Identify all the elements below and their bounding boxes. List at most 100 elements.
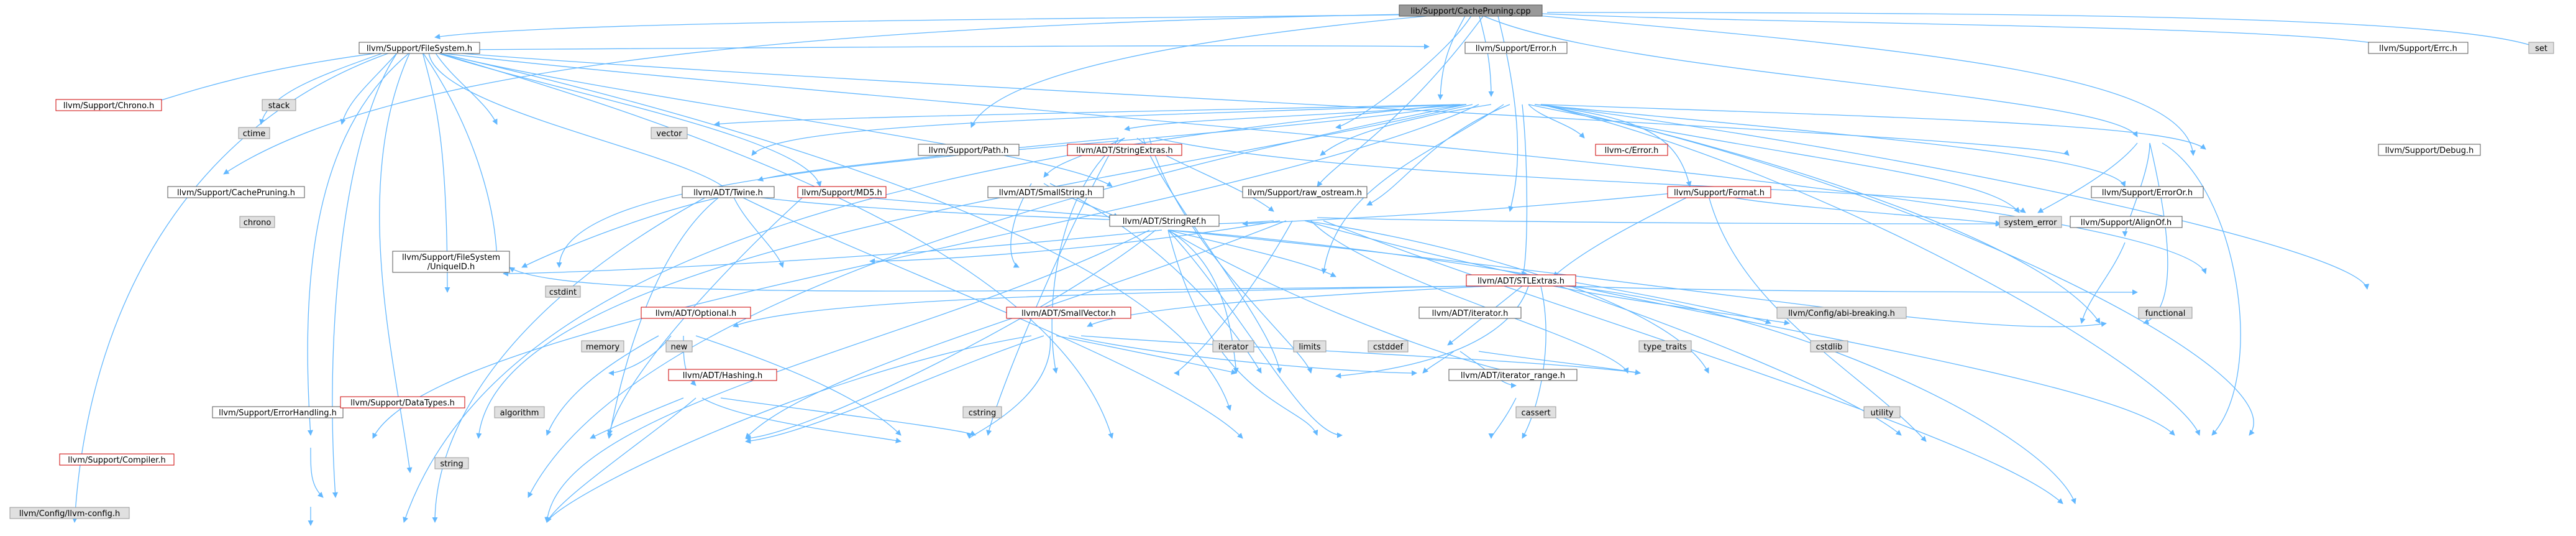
node-limits[interactable]: limits — [1293, 340, 1327, 353]
svg-text:algorithm: algorithm — [500, 409, 539, 418]
node-error-h[interactable]: llvm/Support/Error.h — [1464, 42, 1568, 54]
node-stringextras-h[interactable]: llvm/ADT/StringExtras.h — [1067, 144, 1182, 156]
svg-text:llvm/Support/Error.h: llvm/Support/Error.h — [1476, 44, 1557, 53]
svg-text:/UniqueID.h: /UniqueID.h — [427, 262, 475, 272]
node-errc-h[interactable]: llvm/Support/Errc.h — [2368, 42, 2469, 54]
svg-text:llvm/ADT/SmallVector.h: llvm/ADT/SmallVector.h — [1021, 309, 1116, 318]
node-debug-h[interactable]: llvm/Support/Debug.h — [2378, 144, 2481, 156]
svg-text:llvm/Config/abi-breaking.h: llvm/Config/abi-breaking.h — [1788, 309, 1895, 318]
svg-text:llvm/Support/Debug.h: llvm/Support/Debug.h — [2385, 146, 2474, 155]
node-compiler-h[interactable]: llvm/Support/Compiler.h — [59, 453, 175, 466]
svg-text:llvm/Support/ErrorOr.h: llvm/Support/ErrorOr.h — [2102, 188, 2193, 198]
svg-text:system_error: system_error — [2004, 218, 2058, 228]
node-ctime[interactable]: ctime — [238, 127, 270, 139]
svg-text:llvm/ADT/SmallString.h: llvm/ADT/SmallString.h — [999, 188, 1092, 198]
node-system-error[interactable]: system_error — [1999, 216, 2062, 228]
svg-text:type_traits: type_traits — [1643, 343, 1687, 352]
svg-text:llvm/ADT/Twine.h: llvm/ADT/Twine.h — [693, 188, 763, 198]
svg-text:llvm/Config/llvm-config.h: llvm/Config/llvm-config.h — [19, 509, 120, 519]
node-vector[interactable]: vector — [651, 127, 688, 139]
node-config-abi-breaking-h[interactable]: llvm/Config/abi-breaking.h — [1776, 307, 1907, 319]
svg-text:cstring: cstring — [969, 409, 996, 418]
node-type-traits[interactable]: type_traits — [1638, 340, 1692, 353]
node-raw-ostream-h[interactable]: llvm/Support/raw_ostream.h — [1242, 186, 1368, 198]
svg-text:llvm/Support/MD5.h: llvm/Support/MD5.h — [802, 188, 882, 198]
svg-text:cstdlib: cstdlib — [1816, 343, 1843, 352]
node-new[interactable]: new — [665, 340, 693, 353]
svg-text:llvm/Support/FileSystem: llvm/Support/FileSystem — [402, 253, 500, 262]
svg-text:utility: utility — [1871, 409, 1894, 418]
svg-text:llvm-c/Error.h: llvm-c/Error.h — [1605, 146, 1659, 155]
node-smallvector-h[interactable]: llvm/ADT/SmallVector.h — [1006, 307, 1131, 319]
svg-text:llvm/ADT/STLExtras.h: llvm/ADT/STLExtras.h — [1478, 277, 1564, 286]
svg-text:memory: memory — [586, 343, 620, 352]
node-llvm-config-h[interactable]: llvm/Config/llvm-config.h — [9, 507, 130, 519]
svg-text:vector: vector — [656, 129, 682, 139]
node-cstdint[interactable]: cstdint — [545, 285, 581, 298]
node-iterator[interactable]: iterator — [1212, 340, 1254, 353]
svg-text:llvm/ADT/StringRef.h: llvm/ADT/StringRef.h — [1123, 217, 1206, 226]
node-hashing-h[interactable]: llvm/ADT/Hashing.h — [668, 369, 777, 381]
node-string[interactable]: string — [434, 457, 469, 469]
svg-text:lib/Support/CachePruning.cpp: lib/Support/CachePruning.cpp — [1410, 7, 1530, 16]
svg-text:llvm/ADT/iterator_range.h: llvm/ADT/iterator_range.h — [1461, 371, 1565, 381]
svg-text:cstdint: cstdint — [549, 288, 577, 297]
svg-text:new: new — [671, 343, 688, 352]
svg-text:llvm/Support/ErrorHandling.h: llvm/Support/ErrorHandling.h — [219, 409, 337, 418]
svg-text:llvm/Support/CachePruning.h: llvm/Support/CachePruning.h — [177, 188, 295, 198]
svg-text:cassert: cassert — [1521, 409, 1550, 418]
node-stringref-h[interactable]: llvm/ADT/StringRef.h — [1109, 215, 1220, 227]
svg-text:llvm/Support/Path.h: llvm/Support/Path.h — [929, 146, 1009, 155]
svg-text:ctime: ctime — [243, 129, 266, 139]
node-filesystem-uniqueid-h[interactable]: llvm/Support/FileSystem /UniqueID.h — [392, 251, 510, 273]
node-chrono[interactable]: chrono — [239, 216, 275, 228]
svg-text:chrono: chrono — [244, 218, 272, 228]
node-algorithm[interactable]: algorithm — [494, 406, 545, 418]
node-cachepruning-h[interactable]: llvm/Support/CachePruning.h — [167, 186, 305, 198]
dependency-edges — [71, 12, 2536, 526]
node-chrono-h[interactable]: llvm/Support/Chrono.h — [55, 99, 162, 111]
node-functional[interactable]: functional — [2138, 307, 2193, 319]
svg-text:limits: limits — [1299, 343, 1321, 352]
node-format-h[interactable]: llvm/Support/Format.h — [1667, 186, 1771, 198]
node-iterator-range-h[interactable]: llvm/ADT/iterator_range.h — [1448, 369, 1578, 381]
svg-text:llvm/ADT/Hashing.h: llvm/ADT/Hashing.h — [683, 371, 762, 381]
node-smallstring-h[interactable]: llvm/ADT/SmallString.h — [987, 186, 1104, 198]
svg-text:llvm/ADT/iterator.h: llvm/ADT/iterator.h — [1432, 309, 1509, 318]
node-memory[interactable]: memory — [581, 340, 624, 353]
node-c-error-h[interactable]: llvm-c/Error.h — [1595, 144, 1668, 156]
svg-text:string: string — [440, 460, 463, 469]
svg-text:llvm/Support/Chrono.h: llvm/Support/Chrono.h — [63, 101, 154, 111]
node-stack[interactable]: stack — [262, 99, 296, 111]
svg-text:llvm/Support/FileSystem.h: llvm/Support/FileSystem.h — [367, 44, 472, 53]
node-filesystem-h[interactable]: llvm/Support/FileSystem.h — [359, 42, 480, 54]
node-errorhandling-h[interactable]: llvm/Support/ErrorHandling.h — [212, 406, 344, 418]
node-utility[interactable]: utility — [1863, 406, 1901, 418]
svg-text:functional: functional — [2145, 309, 2186, 318]
node-set[interactable]: set — [2528, 42, 2554, 54]
node-path-h[interactable]: llvm/Support/Path.h — [918, 144, 1020, 156]
node-cachepruning-cpp[interactable]: lib/Support/CachePruning.cpp — [1399, 4, 1543, 17]
node-twine-h[interactable]: llvm/ADT/Twine.h — [682, 186, 775, 198]
svg-text:llvm/Support/Compiler.h: llvm/Support/Compiler.h — [68, 456, 165, 465]
svg-text:stack: stack — [268, 101, 290, 111]
node-stlextras-h[interactable]: llvm/ADT/STLExtras.h — [1466, 274, 1576, 287]
node-datatypes-h[interactable]: llvm/Support/DataTypes.h — [340, 396, 465, 409]
svg-text:llvm/Support/raw_ostream.h: llvm/Support/raw_ostream.h — [1248, 188, 1362, 198]
node-optional-h[interactable]: llvm/ADT/Optional.h — [641, 307, 751, 319]
svg-text:llvm/Support/Format.h: llvm/Support/Format.h — [1674, 188, 1765, 198]
node-erroror-h[interactable]: llvm/Support/ErrorOr.h — [2091, 186, 2204, 198]
svg-text:iterator: iterator — [1218, 343, 1249, 352]
node-cassert[interactable]: cassert — [1515, 406, 1556, 418]
svg-text:set: set — [2535, 44, 2547, 53]
node-iterator-h[interactable]: llvm/ADT/iterator.h — [1418, 307, 1522, 319]
svg-text:llvm/Support/DataTypes.h: llvm/Support/DataTypes.h — [350, 399, 455, 408]
node-cstddef[interactable]: cstddef — [1368, 340, 1409, 353]
node-cstring[interactable]: cstring — [962, 406, 1002, 418]
svg-text:llvm/Support/AlignOf.h: llvm/Support/AlignOf.h — [2081, 218, 2172, 228]
node-alignof-h[interactable]: llvm/Support/AlignOf.h — [2070, 216, 2183, 228]
node-cstdlib[interactable]: cstdlib — [1810, 340, 1848, 353]
svg-text:cstddef: cstddef — [1373, 343, 1404, 352]
node-md5-h[interactable]: llvm/Support/MD5.h — [797, 186, 887, 198]
